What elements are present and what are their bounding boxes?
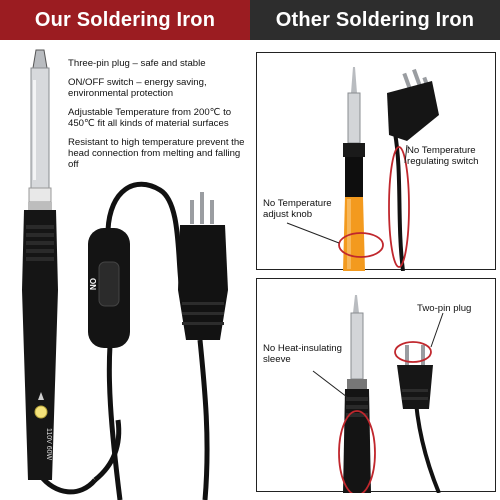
feature-adjustable-temp: Adjustable Temperature from 200℃ to 450℃… <box>68 107 232 129</box>
feature-heat-resistant: Resistant to high temperature prevent th… <box>68 137 245 170</box>
feature-list: Three-pin plug – safe and stable ON/OFF … <box>68 58 246 178</box>
switch-off-label: OFF <box>88 346 97 362</box>
other-iron-box-top: No Temperature regulating switch No Temp… <box>256 52 496 271</box>
our-iron-illustration <box>22 49 228 500</box>
three-pin-plug <box>178 192 228 340</box>
other-iron-box-bottom: Two-pin plug No Heat-insulating sleeve <box>256 278 496 493</box>
feature-three-pin: Three-pin plug – safe and stable <box>68 58 206 69</box>
other-iron-illustration-top <box>286 67 439 271</box>
callout-no-heat-sleeve: No Heat-insulating sleeve <box>263 343 342 365</box>
callout-two-pin-plug: Two-pin plug <box>417 303 472 314</box>
our-iron-tip <box>28 49 52 210</box>
other-iron-illustration-bottom <box>312 295 444 493</box>
callout-no-temp-knob: No Temperature adjust knob <box>263 198 332 220</box>
our-iron-panel: Three-pin plug – safe and stable ON/OFF … <box>0 40 250 500</box>
other-iron-banner: Other Soldering Iron <box>250 0 500 40</box>
power-switch <box>88 228 130 348</box>
handle-spec-label: 110V 60W <box>45 428 52 461</box>
our-iron-handle <box>22 210 58 480</box>
feature-switch: ON/OFF switch – energy saving, environme… <box>68 77 207 99</box>
our-iron-banner: Our Soldering Iron <box>0 0 250 40</box>
switch-on-label: ON <box>88 278 97 290</box>
callout-no-temp-switch: No Temperature regulating switch <box>407 145 479 167</box>
